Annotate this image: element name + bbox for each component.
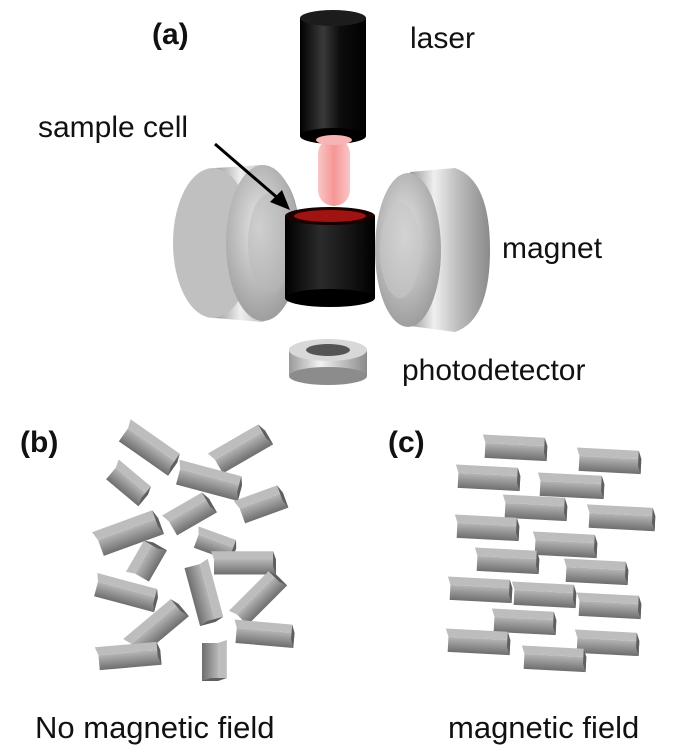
rod xyxy=(491,608,557,636)
rod xyxy=(474,547,540,575)
rod xyxy=(94,572,158,613)
panel-a-label: (a) xyxy=(152,18,189,51)
rod xyxy=(92,510,164,556)
photodetector xyxy=(289,339,367,385)
rod xyxy=(447,576,513,604)
rod xyxy=(454,514,520,542)
sample-cell-arrow xyxy=(214,142,290,210)
rod xyxy=(233,485,289,524)
rod xyxy=(162,492,217,536)
magnet-label: magnet xyxy=(502,232,603,265)
laser-label: laser xyxy=(410,22,476,55)
panel-c-caption: magnetic field xyxy=(448,710,640,745)
rod xyxy=(521,645,587,673)
panel-b-label: (b) xyxy=(20,426,59,459)
rod xyxy=(502,494,568,522)
rod xyxy=(234,619,295,648)
rod xyxy=(176,459,242,502)
photodetector-label: photodetector xyxy=(402,354,586,387)
sample-cell xyxy=(285,207,375,307)
rod xyxy=(576,447,642,475)
rods-random xyxy=(92,419,295,681)
rod xyxy=(511,581,577,609)
rod xyxy=(228,571,288,626)
rod xyxy=(125,540,167,582)
rod xyxy=(455,464,521,492)
rod xyxy=(532,531,598,559)
rod xyxy=(118,419,180,476)
rod xyxy=(184,558,224,627)
laser-device xyxy=(300,10,366,144)
rod xyxy=(563,558,629,586)
laser-beam xyxy=(316,135,352,206)
rod xyxy=(211,551,276,575)
rod xyxy=(445,628,511,656)
rod xyxy=(106,459,151,507)
rod xyxy=(202,640,227,681)
rod xyxy=(586,504,656,532)
rod xyxy=(207,424,274,474)
rod xyxy=(576,592,642,620)
panel-c-label: (c) xyxy=(388,426,425,459)
right-magnet xyxy=(375,168,490,332)
rod xyxy=(574,629,640,657)
panel-b-caption: No magnetic field xyxy=(35,710,275,745)
rod xyxy=(482,434,548,462)
sample-cell-label: sample cell xyxy=(38,111,189,144)
left-magnet xyxy=(173,165,300,322)
rod xyxy=(94,641,162,671)
rod xyxy=(537,472,605,500)
rods-aligned xyxy=(445,434,656,673)
